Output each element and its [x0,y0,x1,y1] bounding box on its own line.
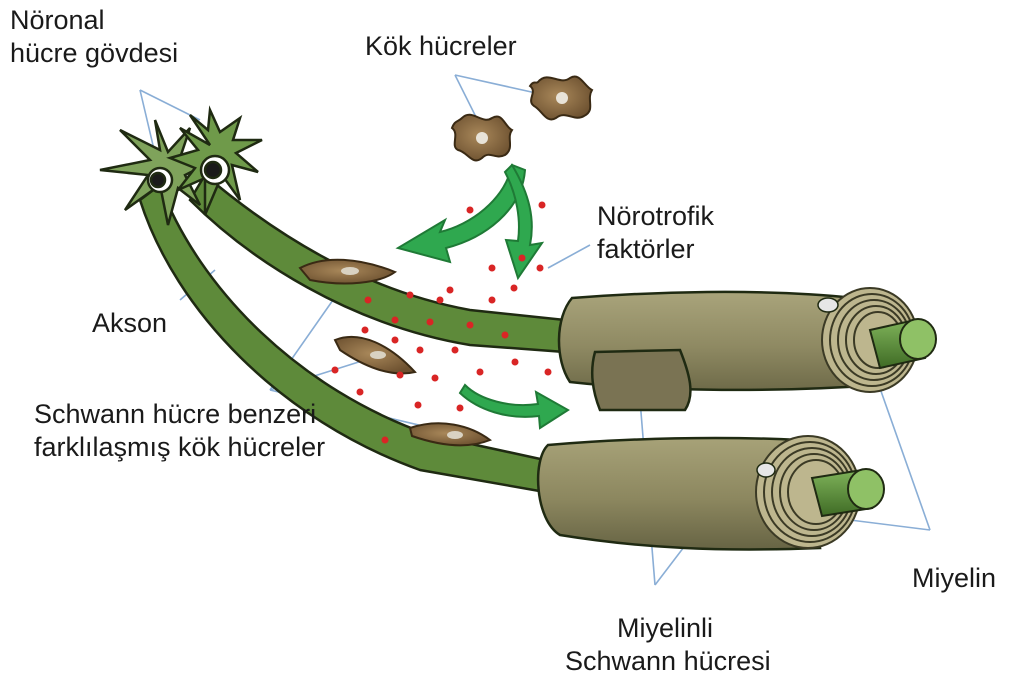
label-neurotrophic-line2: faktörler [597,233,714,266]
label-myelinated-schwann: Miyelinli Schwann hücresi [565,612,765,678]
axon-rod-lower [812,469,884,516]
myelin-sheath-upper [559,288,936,410]
label-axon-text: Akson [92,307,167,340]
label-stem-cells: Kök hücreler [365,30,517,63]
arrow-to-sheath [460,385,568,428]
label-schwann-like: Schwann hücre benzeri farklılaşmış kök h… [34,398,325,464]
label-myelinated-schwann-line2: Schwann hücresi [565,645,765,678]
arrow-to-axon [398,165,525,262]
label-axon: Akson [92,307,167,340]
label-neuronal-body-line1: Nöronal [10,4,178,37]
label-neuronal-body: Nöronal hücre gövdesi [10,4,178,70]
leader-neurotrophic [548,245,590,268]
label-neurotrophic-line1: Nörotrofik [597,200,714,233]
label-myelin: Miyelin [912,562,996,595]
label-myelin-text: Miyelin [912,562,996,595]
label-schwann-like-line1: Schwann hücre benzeri [34,398,325,431]
label-myelinated-schwann-line1: Miyelinli [565,612,765,645]
leader-myelin-2 [850,520,930,530]
label-neuronal-body-line2: hücre gövdesi [10,37,178,70]
schwann-cell-nucleus-patch [592,350,690,410]
label-schwann-like-line2: farklılaşmış kök hücreler [34,431,325,464]
label-neurotrophic: Nörotrofik faktörler [597,200,714,266]
label-stem-cells-text: Kök hücreler [365,30,517,63]
myelin-sheath-lower [538,436,884,549]
